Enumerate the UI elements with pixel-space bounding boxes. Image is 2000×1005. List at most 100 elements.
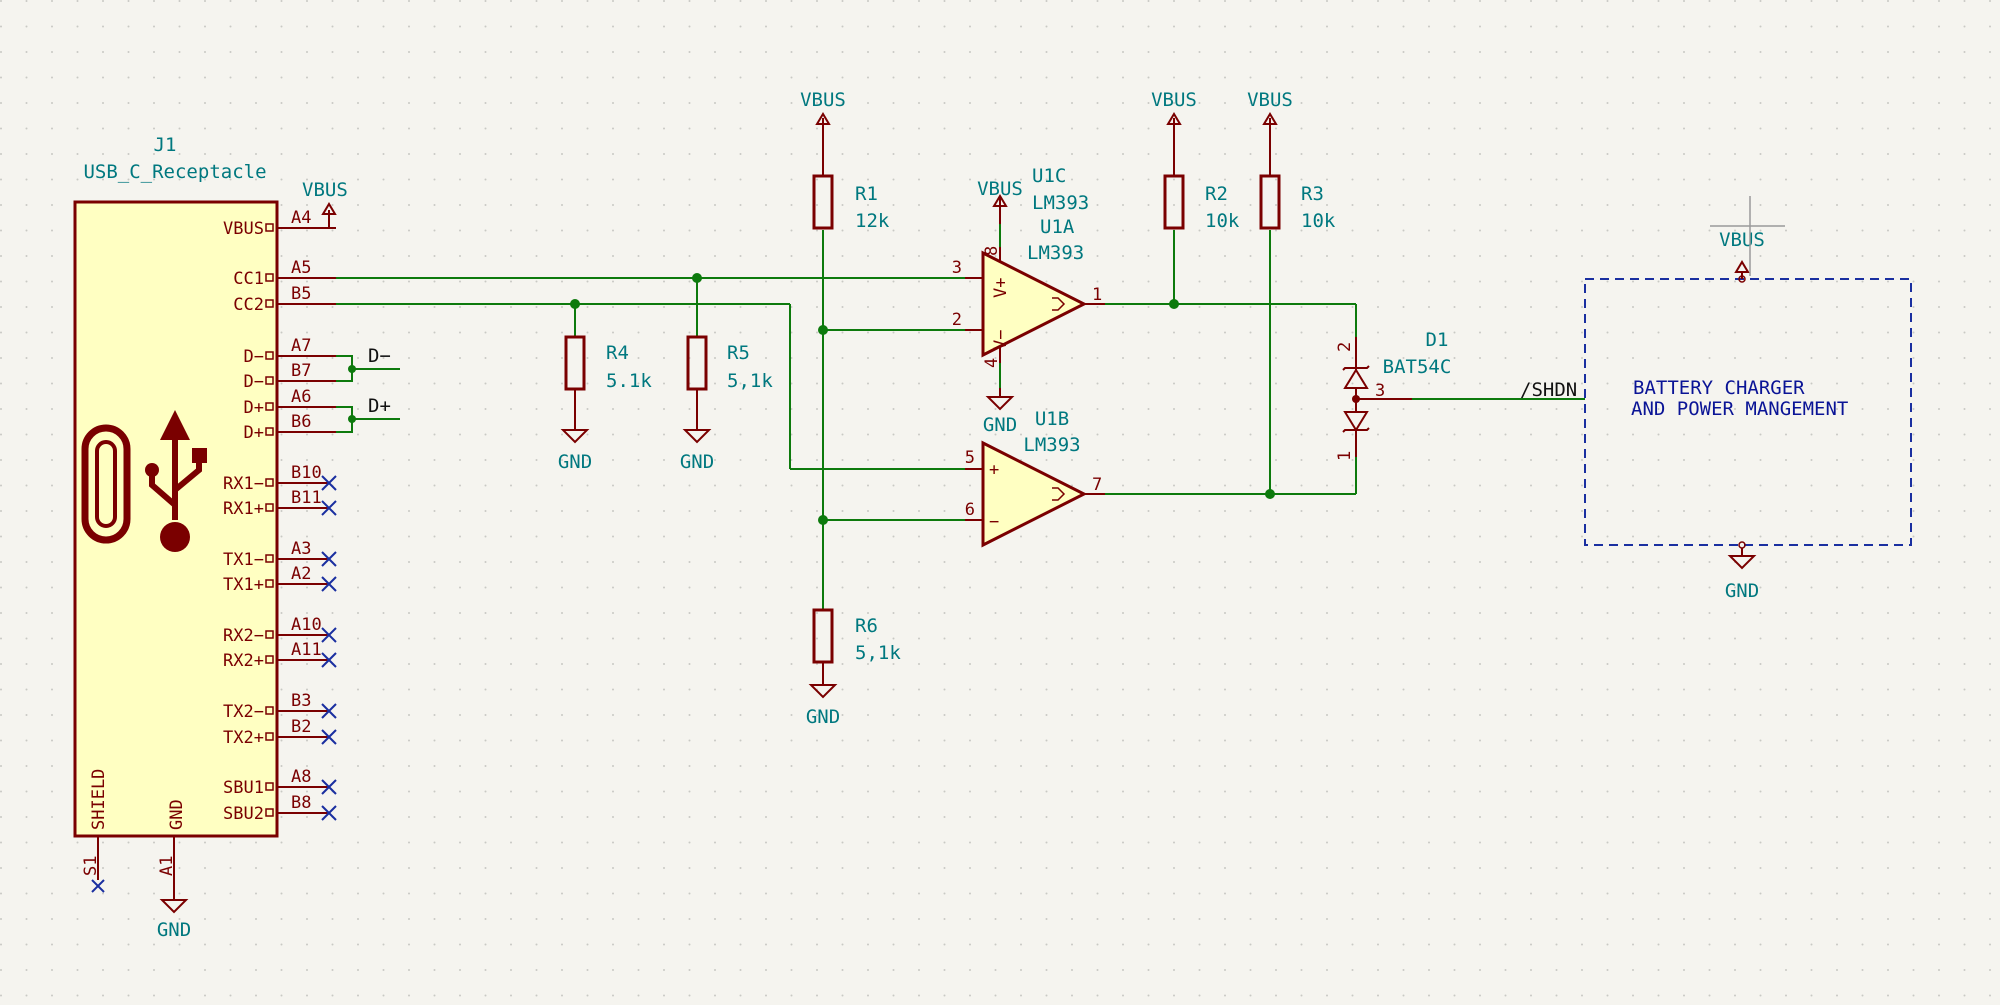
j1-pin-name: SBU2: [223, 804, 264, 824]
resistor-r6[interactable]: R6 5,1k: [812, 608, 901, 685]
d1-value: BAT54C: [1383, 356, 1452, 378]
u1a-value: LM393: [1027, 242, 1084, 264]
gnd-symbol-r4: GND: [558, 429, 592, 473]
svg-text:GND: GND: [680, 451, 714, 473]
u1a-out-pin-number: 1: [1092, 285, 1102, 305]
j1-ref: J1: [154, 134, 177, 156]
u1c-vminus-label: V−: [991, 330, 1011, 350]
j1-pin-a7[interactable]: D−A7: [244, 336, 336, 367]
j1-pin-number: A2: [291, 564, 311, 584]
j1-pin-number: A5: [291, 258, 311, 278]
block-title-line2: AND POWER MANGEMENT: [1631, 398, 1848, 420]
j1-pin-number: B3: [291, 691, 311, 711]
j1-pin-marker: [265, 706, 274, 715]
j1-pin-b6[interactable]: D+ B6: [244, 412, 336, 443]
resistor-r3[interactable]: R3 10k: [1259, 118, 1336, 232]
svg-text:GND: GND: [558, 451, 592, 473]
r1-value: 12k: [855, 210, 890, 232]
d1-pin3-number: 3: [1375, 381, 1385, 401]
r3-ref: R3: [1301, 183, 1324, 205]
j1-pin-b11[interactable]: RX1+B11: [223, 488, 337, 519]
j1-pin-name: SBU1: [223, 778, 264, 798]
j1-pin-b2[interactable]: TX2+B2: [223, 717, 337, 748]
j1-pin-number: B6: [291, 412, 311, 432]
no-connect-icon: [321, 500, 337, 516]
r4-ref: R4: [606, 342, 629, 364]
r1-ref: R1: [855, 183, 878, 205]
comparator-u1a[interactable]: 3 2 1 8 4 V+ V− U1C LM393 U1A LM393: [952, 165, 1105, 368]
j1-pin-name: RX1+: [223, 499, 264, 519]
d1-ref: D1: [1426, 329, 1449, 351]
j1-pin-marker: [265, 630, 274, 639]
diode-d1[interactable]: 2 1 3 D1 BAT54C: [1335, 329, 1451, 461]
gnd-symbol-u1c: GND: [983, 388, 1017, 436]
j1-pin-a10[interactable]: RX2−A10: [223, 615, 337, 646]
resistor-r2[interactable]: R2 10k: [1163, 118, 1240, 232]
j1-pin-number: A6: [291, 387, 311, 407]
vbus-symbol-r3: VBUS: [1247, 89, 1293, 125]
junctions: [570, 273, 1275, 525]
net-label-dplus: D+: [368, 395, 391, 417]
u1b-value: LM393: [1023, 434, 1080, 456]
gnd-symbol-r5: GND: [680, 429, 714, 473]
j1-pin-name: D+: [244, 423, 264, 443]
j1-pin-marker: [265, 427, 274, 436]
usb-c-connector-j1[interactable]: J1 USB_C_Receptacle VBUSA4CC1A5CC2B5D−A7…: [73, 134, 348, 941]
j1-pin-marker: [265, 579, 274, 588]
r4-value: 5.1k: [606, 370, 652, 392]
j1-pin-marker: [265, 732, 274, 741]
r6-value: 5,1k: [855, 642, 901, 664]
j1-pin-b10[interactable]: RX1−B10: [223, 463, 337, 494]
no-connect-icon: [321, 779, 337, 795]
net-label-dminus: D−: [368, 345, 391, 367]
j1-pin-number: A4: [291, 208, 311, 228]
r2-ref: R2: [1205, 183, 1228, 205]
j1-pin-b7[interactable]: D−B7: [244, 361, 336, 392]
j1-pin-b3[interactable]: TX2−B3: [223, 691, 337, 722]
j1-pin-marker: [265, 503, 274, 512]
j1-pin-number: A3: [291, 539, 311, 559]
j1-pin-marker: [265, 554, 274, 563]
vbus-symbol-r2: VBUS: [1151, 89, 1197, 125]
j1-pin-number: A7: [291, 336, 311, 356]
no-connect-icon: [321, 703, 337, 719]
j1-pin-number: B10: [291, 463, 322, 483]
j1-pin-number: B2: [291, 717, 311, 737]
block-title-line1: BATTERY CHARGER: [1633, 377, 1805, 399]
gnd-symbol-r6: GND: [806, 684, 840, 728]
j1-pin-a6[interactable]: D+A6: [244, 387, 336, 418]
d1-pin2-number: 2: [1335, 342, 1355, 352]
resistor-r1[interactable]: R1 12k: [812, 118, 890, 232]
no-connect-icon: [321, 576, 337, 592]
j1-pin-name: RX2+: [223, 651, 264, 671]
u1c-value: LM393: [1032, 192, 1089, 214]
svg-text:GND: GND: [806, 706, 840, 728]
usb-data-nets: D− D+: [336, 345, 400, 433]
j1-pin-a3[interactable]: TX1−A3: [223, 539, 337, 570]
j1-pin-a11[interactable]: RX2+A11: [223, 640, 337, 671]
resistor-r5[interactable]: R5 5,1k: [686, 335, 773, 430]
j1-pin-a2[interactable]: TX1+A2: [223, 564, 337, 595]
vbus-symbol-u1c: VBUS: [977, 178, 1023, 224]
j1-pin-marker: [265, 808, 274, 817]
j1-shield-pin-number: S1: [81, 856, 101, 876]
j1-pin-name: VBUS: [223, 219, 264, 239]
j1-pin-number: A10: [291, 615, 322, 635]
j1-vbus-power-label: VBUS: [302, 179, 348, 201]
svg-text:VBUS: VBUS: [1247, 89, 1293, 111]
r5-value: 5,1k: [727, 370, 773, 392]
crosshair-cursor-icon: [1710, 196, 1785, 276]
resistor-r4[interactable]: R4 5.1k: [564, 335, 652, 430]
vbus-symbol-r1: VBUS: [800, 89, 846, 125]
no-connect-icon: [321, 652, 337, 668]
u1b-plus-sign: +: [989, 460, 999, 480]
j1-pin-marker: [265, 273, 274, 282]
j1-gnd-power-label: GND: [157, 919, 191, 941]
battery-charger-block[interactable]: BATTERY CHARGER AND POWER MANGEMENT VBUS…: [1584, 229, 1912, 602]
comparator-u1b[interactable]: 5 6 7 + − U1B LM393: [965, 408, 1105, 548]
j1-pin-marker: [265, 299, 274, 308]
